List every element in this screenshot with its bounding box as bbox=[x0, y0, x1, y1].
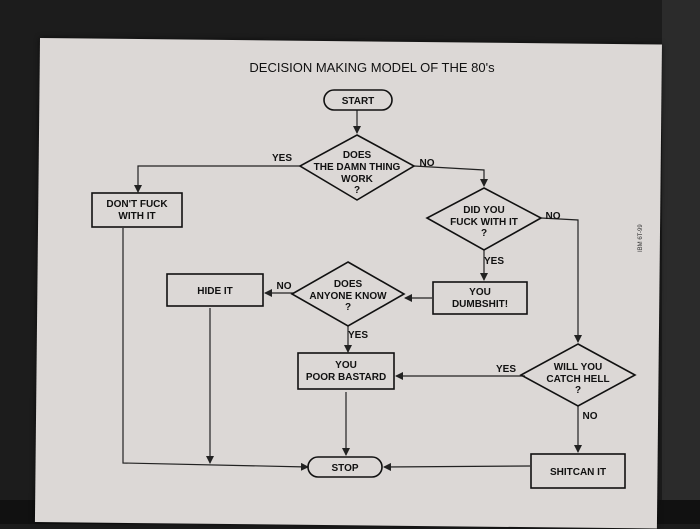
node-works-text-1: DOES bbox=[343, 150, 372, 161]
node-shitcan: SHITCAN IT bbox=[530, 453, 626, 489]
label-did-yes: YES bbox=[484, 256, 504, 267]
node-anyone-text-3: ? bbox=[345, 302, 351, 313]
label-anyone-yes: YES bbox=[348, 330, 368, 341]
node-hide-text: HIDE IT bbox=[197, 286, 233, 297]
node-dumbshit: YOU DUMBSHIT! bbox=[432, 281, 528, 315]
edge-did-no bbox=[540, 217, 582, 343]
node-anyone: DOES ANYONE KNOW ? bbox=[290, 261, 406, 327]
node-shitcan-text: SHITCAN IT bbox=[550, 467, 606, 478]
connectors bbox=[122, 110, 582, 471]
label-works-yes: YES bbox=[272, 153, 292, 164]
node-dont-fuck-text-1: DON'T FUCK bbox=[106, 199, 168, 210]
node-dumbshit-text-1: YOU bbox=[469, 287, 491, 298]
edge-labels: YES NO NO YES NO YES YES NO bbox=[272, 153, 598, 422]
node-dont-fuck-text-2: WITH IT bbox=[118, 211, 155, 222]
node-poor-text-1: YOU bbox=[335, 360, 357, 371]
node-poor-text-2: POOR BASTARD bbox=[306, 372, 386, 383]
node-works-text-2: THE DAMN THING bbox=[314, 162, 401, 173]
node-dont-fuck: DON'T FUCK WITH IT bbox=[91, 192, 183, 228]
label-works-no: NO bbox=[420, 158, 435, 169]
label-anyone-no: NO bbox=[277, 281, 292, 292]
node-catch-text-3: ? bbox=[575, 385, 581, 396]
edge-works-yes bbox=[134, 165, 300, 193]
stamp-mark: IBM 6T-99 bbox=[638, 224, 644, 252]
node-did-you-text-2: FUCK WITH IT bbox=[450, 217, 518, 228]
node-start-text: START bbox=[342, 96, 375, 107]
node-did-you-text-3: ? bbox=[481, 228, 487, 239]
label-catch-yes: YES bbox=[496, 364, 516, 375]
node-start: START bbox=[323, 89, 393, 111]
edge-shitcan-stop bbox=[383, 462, 531, 471]
node-anyone-text-1: DOES bbox=[334, 279, 363, 290]
edge-works-no bbox=[413, 165, 488, 187]
node-works: DOES THE DAMN THING WORK ? bbox=[298, 134, 416, 201]
node-hide: HIDE IT bbox=[166, 273, 264, 307]
label-catch-no: NO bbox=[583, 411, 598, 422]
node-catch: WILL YOU CATCH HELL ? bbox=[519, 343, 637, 407]
node-works-text-3: WORK bbox=[341, 174, 373, 185]
node-dumbshit-text-2: DUMBSHIT! bbox=[452, 299, 508, 310]
node-did-you: DID YOU FUCK WITH IT ? bbox=[425, 187, 543, 251]
node-catch-text-2: CATCH HELL bbox=[546, 374, 609, 385]
label-did-no: NO bbox=[546, 211, 561, 222]
edge-dontfuck-stop bbox=[122, 228, 309, 471]
node-stop-text: STOP bbox=[331, 463, 358, 474]
node-catch-text-1: WILL YOU bbox=[554, 362, 603, 373]
node-poor: YOU POOR BASTARD bbox=[297, 352, 395, 390]
node-works-text-4: ? bbox=[354, 185, 360, 196]
node-did-you-text-1: DID YOU bbox=[463, 205, 505, 216]
diagram-title: DECISION MAKING MODEL OF THE 80's bbox=[249, 60, 495, 75]
node-anyone-text-2: ANYONE KNOW bbox=[309, 291, 387, 302]
node-stop: STOP bbox=[307, 456, 383, 478]
background-right bbox=[662, 0, 700, 524]
